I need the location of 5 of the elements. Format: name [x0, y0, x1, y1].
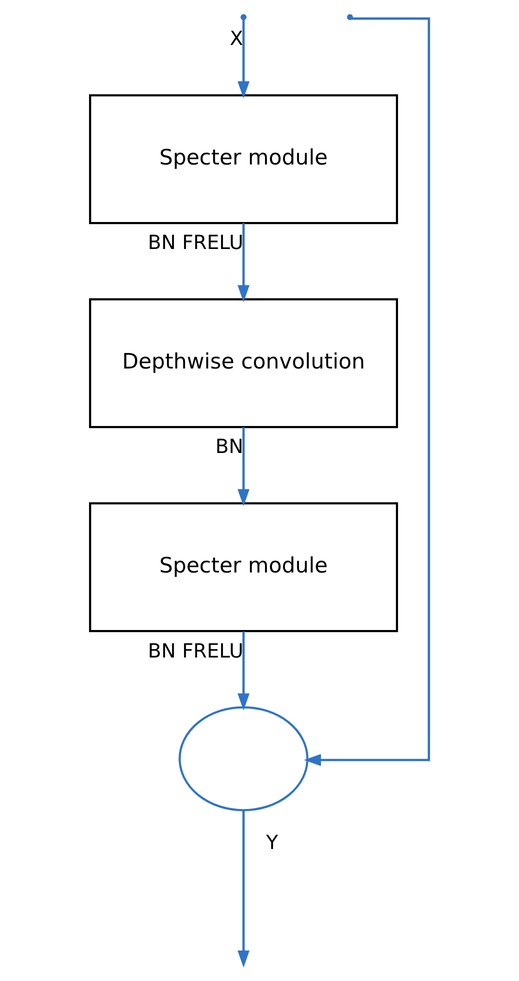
edge-label: X — [230, 27, 244, 50]
edge-label: BN FRELU — [148, 639, 244, 662]
edge-label: BN FRELU — [148, 231, 244, 254]
edge-label: Y — [266, 831, 278, 854]
edge-label: BN — [215, 435, 244, 458]
